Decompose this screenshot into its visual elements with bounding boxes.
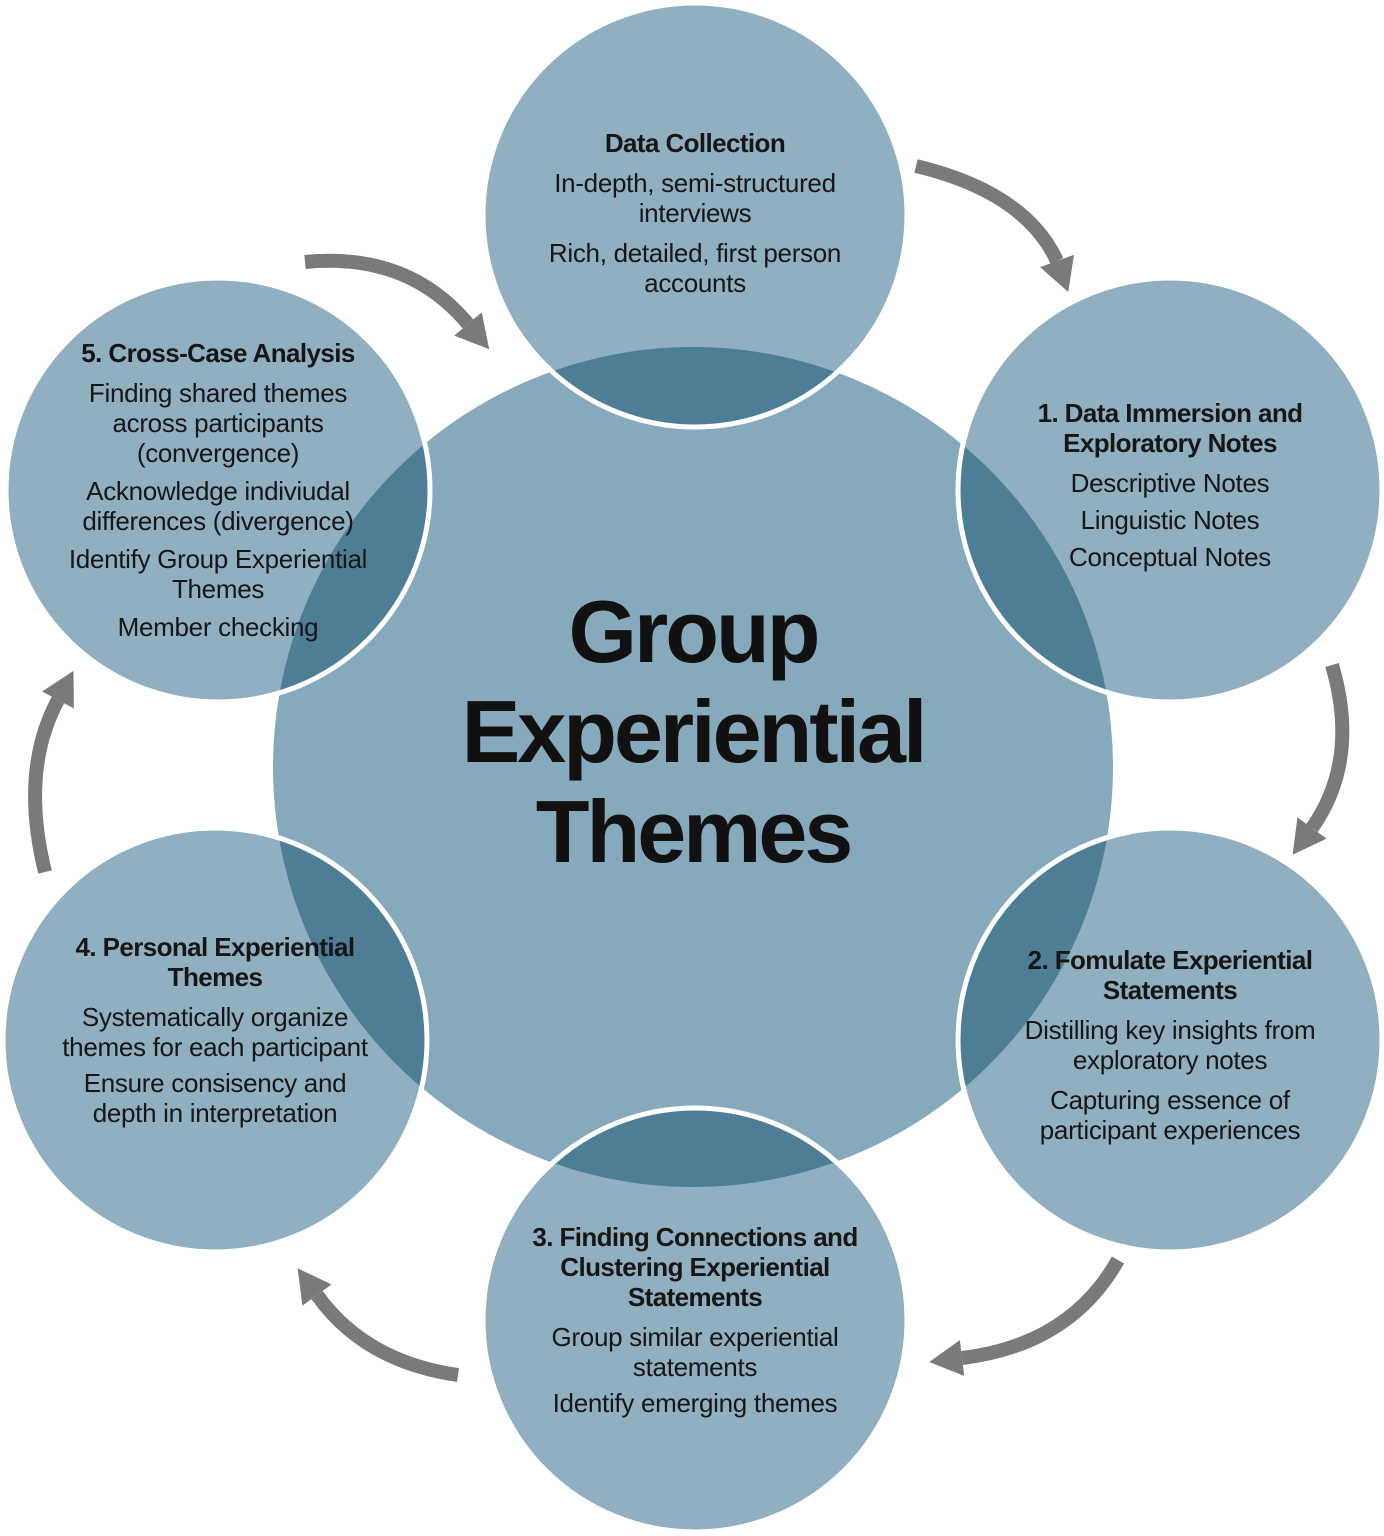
node-step3-connections: 3. Finding Connections and Clustering Ex… bbox=[505, 1222, 885, 1428]
arrow-step1-to-step2 bbox=[1292, 663, 1350, 855]
arrow-step4-to-step5 bbox=[28, 670, 74, 874]
node-item: Conceptual Notes bbox=[1069, 542, 1271, 572]
arrow-shaft bbox=[304, 253, 474, 329]
arrow-step3-to-step4 bbox=[297, 1268, 459, 1382]
arrow-step5-to-datacollection bbox=[304, 253, 490, 350]
circle-outline bbox=[0, 825, 430, 1255]
node-item: Descriptive Notes bbox=[1070, 468, 1270, 498]
arrow-head-icon bbox=[454, 312, 490, 350]
node-item: Ensure consisency and depth in interpret… bbox=[83, 1068, 347, 1128]
circle-outline bbox=[480, 0, 910, 430]
node-item: Finding shared themes across participant… bbox=[88, 378, 348, 468]
center-label: Group Experiential Themes bbox=[461, 582, 928, 881]
node-item: Distilling key insights from exploratory… bbox=[1024, 1015, 1316, 1075]
node-step1-immersion: 1. Data Immersion and Exploratory Notes … bbox=[1005, 398, 1335, 579]
arrow-shaft bbox=[961, 1256, 1125, 1365]
circle-step1-immersion bbox=[955, 275, 1384, 705]
circle-outline bbox=[480, 1105, 910, 1535]
circle-step4-personal-themes bbox=[0, 825, 430, 1255]
node-item: Capturing essence of participant experie… bbox=[1039, 1085, 1301, 1145]
node-title: 1. Data Immersion and Exploratory Notes bbox=[1037, 398, 1303, 458]
node-title: 2. Fomulate Experiential Statements bbox=[1027, 945, 1313, 1005]
node-item: Group similar experiential statements bbox=[551, 1322, 839, 1382]
node-item: In-depth, semi-structured interviews bbox=[554, 168, 836, 228]
node-item: Rich, detailed, first person accounts bbox=[548, 238, 842, 298]
circle-outline bbox=[3, 275, 433, 705]
circle-outline bbox=[955, 275, 1384, 705]
center-circle bbox=[273, 347, 1113, 1187]
node-item: Linguistic Notes bbox=[1080, 505, 1260, 535]
circle-step2-statements bbox=[955, 825, 1384, 1255]
arrow-head-icon bbox=[929, 1340, 965, 1376]
node-item: Member checking bbox=[117, 612, 319, 642]
node-item: Systematically organize themes for each … bbox=[62, 1002, 368, 1062]
node-step2-statements: 2. Fomulate Experiential Statements Dist… bbox=[988, 945, 1353, 1155]
arrow-head-icon bbox=[1292, 817, 1327, 855]
node-title: 5. Cross-Case Analysis bbox=[81, 338, 355, 368]
node-step4-personal-themes: 4. Personal Experiential Themes Systemat… bbox=[33, 932, 398, 1138]
circle-outline bbox=[955, 825, 1384, 1255]
arrow-shaft bbox=[28, 696, 65, 874]
arrow-datacollection-to-step1 bbox=[914, 159, 1074, 293]
circle-fill bbox=[483, 1108, 907, 1532]
arrow-shaft bbox=[914, 159, 1064, 265]
circle-step5-cross-case bbox=[3, 275, 433, 705]
node-item: Acknowledge indiviudal differences (dive… bbox=[82, 476, 354, 536]
node-data-collection: Data Collection In-depth, semi-structure… bbox=[520, 128, 870, 308]
arrow-head-icon bbox=[297, 1268, 332, 1306]
circle-step3-connections bbox=[480, 1105, 910, 1535]
node-title: 4. Personal Experiential Themes bbox=[75, 932, 356, 992]
node-step5-cross-case: 5. Cross-Case Analysis Finding shared th… bbox=[38, 338, 398, 652]
arrow-head-icon bbox=[42, 670, 74, 709]
node-item: Identify emerging themes bbox=[552, 1388, 838, 1418]
arrow-head-icon bbox=[1040, 254, 1074, 293]
node-title: 3. Finding Connections and Clustering Ex… bbox=[532, 1222, 858, 1312]
arrow-shaft bbox=[311, 1290, 459, 1382]
circle-fill bbox=[483, 3, 907, 427]
arrow-shaft bbox=[1306, 663, 1350, 833]
node-item: Identify Group Experiential Themes bbox=[68, 544, 368, 604]
circle-data-collection bbox=[480, 0, 910, 430]
node-title: Data Collection bbox=[604, 128, 786, 158]
arrow-step2-to-step3 bbox=[929, 1256, 1125, 1376]
